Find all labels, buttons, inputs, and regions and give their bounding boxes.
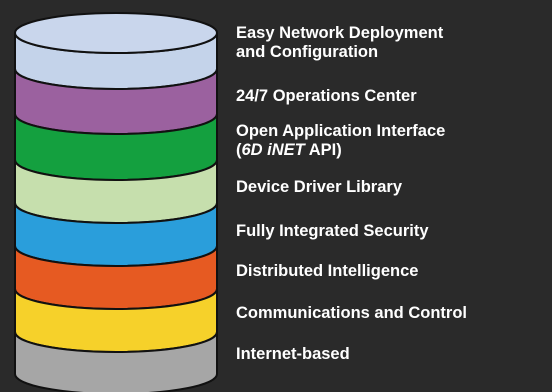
- layer-label-device-driver-library: Device Driver Library: [236, 178, 403, 196]
- layer-label-line1: Easy Network Deployment: [236, 24, 444, 42]
- layer-label-suffix: API): [304, 141, 342, 159]
- layer-label-italic-product: 6D iNET: [241, 141, 305, 159]
- layer-label-easy-network-deployment: Easy Network Deployment and Configuratio…: [236, 24, 443, 62]
- layer-label-operations-center: 24/7 Operations Center: [236, 87, 417, 105]
- band-internet: [14, 331, 218, 392]
- layer-label-line2: and Configuration: [236, 43, 379, 61]
- layer-label-integrated-security: Fully Integrated Security: [236, 222, 429, 240]
- layer-label-prefix: Open Application Interface: [236, 122, 446, 140]
- cylinder-top-cap: [14, 12, 218, 54]
- layer-label-open-application-interface: Open Application Interface (6D iNET API): [236, 122, 445, 160]
- layer-label-communications-control: Communications and Control: [236, 304, 467, 322]
- layer-label-distributed-intelligence: Distributed Intelligence: [236, 262, 419, 280]
- layer-stack-cylinder: [14, 12, 218, 392]
- layer-label-paren-open: (: [236, 141, 242, 159]
- layer-label-internet-based: Internet-based: [236, 345, 350, 363]
